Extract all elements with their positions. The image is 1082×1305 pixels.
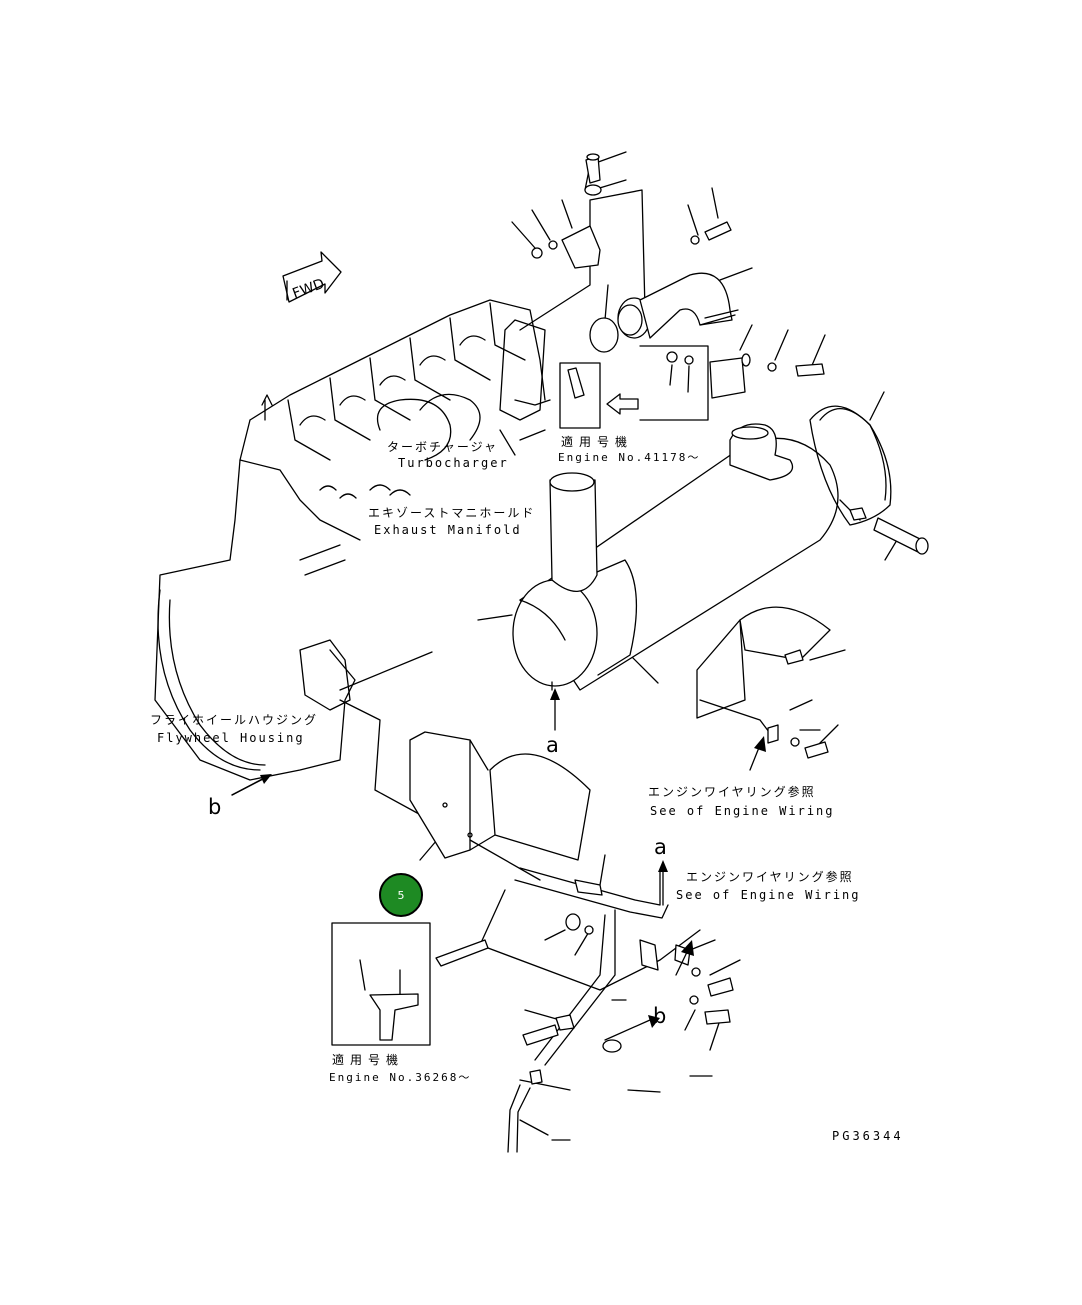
- muffler: [512, 423, 839, 691]
- breather-pipe-assembly: [479, 867, 734, 1153]
- engine-wiring-jp-label-1: エンジンワイヤリング参照: [648, 785, 816, 799]
- callout-arrows: [231, 688, 766, 1041]
- exhaust-manifold-en-label: Exhaust Manifold: [374, 523, 522, 537]
- part-number-label: 5: [397, 888, 405, 902]
- fwd-arrow-icon: FWD: [282, 251, 342, 303]
- engine-wiring-en-label-2: See of Engine Wiring: [676, 888, 861, 902]
- callout-letter-a-muffler: a: [546, 733, 559, 757]
- muffler-band: [809, 405, 929, 555]
- muffler-bracket-right: [696, 606, 831, 759]
- callout-letter-a-pipe: a: [654, 835, 667, 859]
- applicable-jp-label-1: 適用号機: [561, 435, 634, 449]
- applicable-en-label-1: Engine No.41178～: [558, 451, 701, 464]
- flywheel-housing: [157, 589, 433, 821]
- applicable-jp-label-2: 適用号機: [332, 1053, 405, 1067]
- engine-wiring-en-label-1: See of Engine Wiring: [650, 804, 835, 818]
- engine-wiring-jp-label-2: エンジンワイヤリング参照: [686, 870, 854, 884]
- applicable-en-label-2: Engine No.36268～: [329, 1071, 472, 1084]
- part-number-marker[interactable]: 5: [379, 873, 423, 917]
- inset-box-turbo: [559, 345, 825, 429]
- callout-letter-b-housing: b: [208, 795, 222, 819]
- turbo-mounting-hardware: [531, 153, 732, 269]
- muffler-bracket-left: [409, 731, 591, 881]
- turbocharger-jp-label: ターボチャージャ: [387, 440, 499, 454]
- inset-box-pipe: [331, 922, 489, 1046]
- drawing-code: PG36344: [832, 1129, 904, 1143]
- callout-letter-b-pipe: b: [653, 1004, 667, 1028]
- engine-block: [154, 299, 551, 781]
- exhaust-elbow: [589, 272, 739, 353]
- exhaust-manifold-jp-label: エキゾーストマニホールド: [368, 506, 536, 520]
- flywheel-housing-en-label: Flywheel Housing: [157, 731, 305, 745]
- turbocharger-en-label: Turbocharger: [398, 456, 509, 470]
- flywheel-housing-jp-label: フライホイールハウジング: [150, 713, 319, 727]
